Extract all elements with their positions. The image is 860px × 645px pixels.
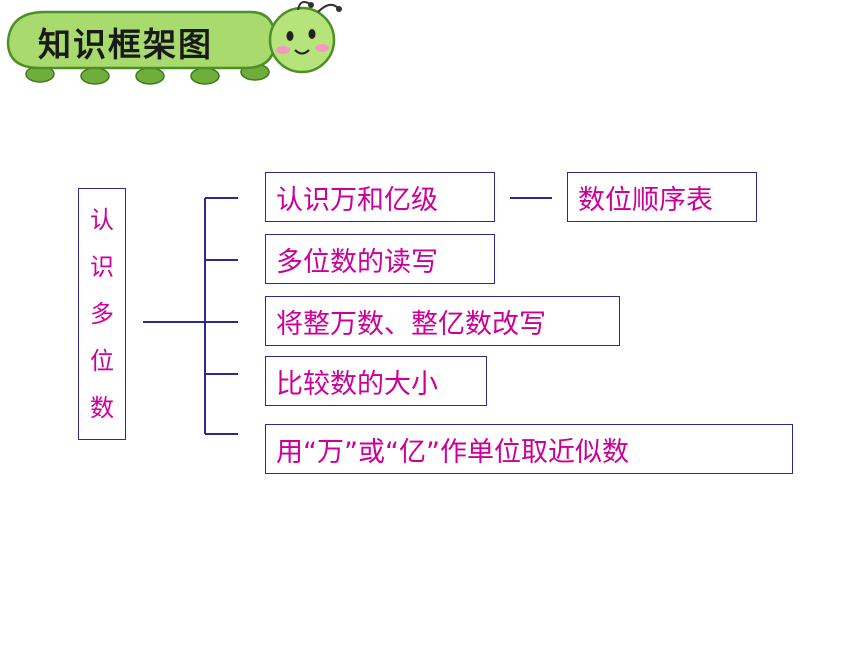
branch-node-2: 多位数的读写 xyxy=(265,234,495,284)
root-char: 认 xyxy=(90,206,114,235)
branch-label: 比较数的大小 xyxy=(276,368,438,400)
page-title: 知识框架图 xyxy=(38,25,213,64)
caterpillar-illustration xyxy=(6,1,342,85)
branch-node-1: 认识万和亿级 xyxy=(265,172,495,222)
branch-node-4: 比较数的大小 xyxy=(265,356,487,406)
branch-label: 用“万”或“亿”作单位取近似数 xyxy=(276,436,629,468)
sub-branch-label: 数位顺序表 xyxy=(578,184,713,216)
root-char: 识 xyxy=(90,253,114,282)
branch-label: 认识万和亿级 xyxy=(276,184,438,216)
branch-label: 多位数的读写 xyxy=(276,246,438,278)
root-char: 数 xyxy=(90,393,114,422)
root-char: 多 xyxy=(90,299,114,328)
branch-node-3: 将整万数、整亿数改写 xyxy=(265,296,620,346)
branch-node-5: 用“万”或“亿”作单位取近似数 xyxy=(265,424,793,474)
branch-label: 将整万数、整亿数改写 xyxy=(276,308,546,340)
root-char: 位 xyxy=(90,346,114,375)
header-badge: 知识框架图 xyxy=(0,0,360,90)
sub-branch-node: 数位顺序表 xyxy=(567,172,757,222)
root-node: 认 识 多 位 数 xyxy=(78,188,126,440)
